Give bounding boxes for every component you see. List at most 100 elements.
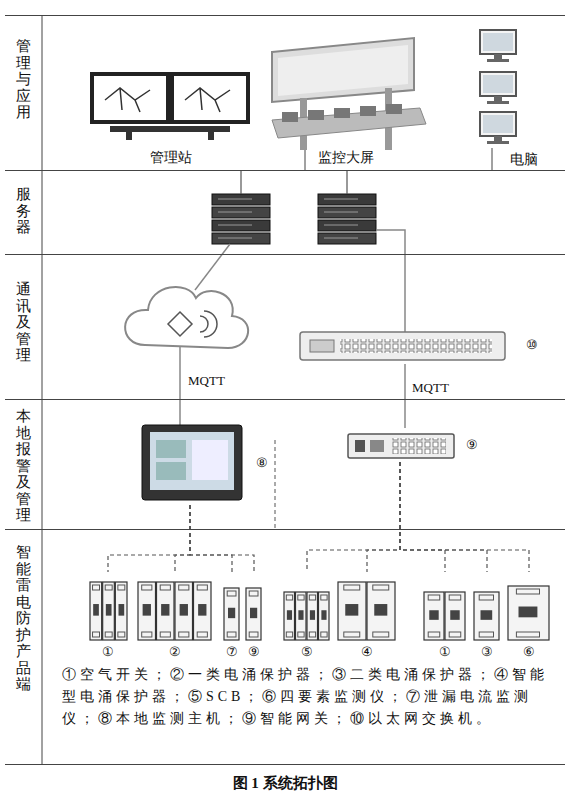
protection-devices [508,586,549,640]
callout-box: ⑤ [282,572,332,660]
device-box: 电脑 [496,147,552,169]
callout-box: ⑨ [342,428,478,462]
smart-gateway [370,440,384,452]
illustration [212,194,270,244]
protection-devices [345,604,358,616]
separator-tick [305,148,306,170]
protection-devices [307,592,318,640]
monitor-pair [126,132,132,140]
protection-devices [142,632,152,637]
protection-devices [224,588,239,640]
band-title: 本地报警及管理 [16,408,31,524]
protection-devices [142,585,152,590]
callout-box: ⑨ [244,572,264,660]
device-label: ③ [481,644,493,660]
protection-devices [138,582,156,640]
illustration [480,112,516,144]
protection-devices [105,632,112,637]
protocol-label: MQTT [188,373,225,389]
protection-devices [197,632,207,637]
protection-devices [516,589,539,594]
protection-devices [338,582,366,640]
protection-devices [449,632,461,637]
protection-devices [449,595,461,600]
protection-devices [161,604,169,616]
device-label: 电脑 [510,152,538,169]
monitor-pair [172,74,248,122]
monitor-pair [92,74,248,140]
ethernet-switch [340,339,492,353]
wire [195,244,230,290]
cloud [125,287,248,348]
illustration [480,72,516,104]
protection-devices [519,607,538,618]
layer-band: 管理与应用管理站监控大屏电脑 [5,15,565,171]
protection-devices [197,585,207,590]
device-label: 管理站 [150,150,192,167]
monitor-pair [208,132,214,140]
protection-devices [160,585,170,590]
connector [307,462,400,572]
monitor-pair [110,126,230,132]
connector [400,462,445,572]
protection-devices [105,585,112,590]
protection-devices [428,595,440,600]
illustration [318,194,376,244]
connector [175,505,190,572]
touch-panel [150,432,234,490]
figure-caption: 图 1 系统拓扑图 [0,774,570,793]
video-wall [282,112,298,122]
illustration [480,30,516,62]
callout-box: ⑩ [298,326,538,364]
connector [108,505,190,572]
video-wall [385,88,392,150]
video-wall [308,110,324,120]
protection-devices [175,582,193,640]
dashed-divider [275,440,276,530]
protection-devices [373,632,389,637]
touch-panel [156,440,186,458]
protection-devices [344,632,360,637]
protection-devices [115,582,127,640]
protection-devices [194,582,212,640]
protection-devices [296,592,307,640]
touch-panel [142,425,242,500]
device-label: ⑦ [226,644,238,660]
cloud [125,287,248,348]
device-box: 管理站 [85,61,257,167]
connector [190,505,254,572]
connector [404,364,406,428]
protection-devices [93,604,99,616]
video-wall [272,38,414,102]
protection-devices [118,585,125,590]
device-label: ⑨ [248,644,260,660]
monitor-pair [105,88,230,112]
layer-band: 通讯及管理⑩ [5,255,565,400]
cloud [168,312,192,336]
protection-devices [198,604,206,616]
protection-devices [93,585,100,590]
protection-devices [479,632,493,637]
protection-devices [309,595,315,600]
protection-devices [310,610,315,620]
protection-devices [481,610,493,620]
wire [376,230,405,332]
device-label: ④ [361,644,373,660]
protection-devices [429,610,438,620]
protection-devices [319,592,330,640]
protection-devices [228,608,235,618]
wire [346,170,347,194]
device-label: ⑥ [523,644,535,660]
video-wall [272,38,426,150]
smart-gateway [348,434,454,458]
protection-devices [90,582,102,640]
cloud [200,311,217,337]
protection-devices [321,595,327,600]
protection-devices [374,604,387,616]
protection-devices [516,632,539,637]
monitor-pair [92,74,168,122]
column-divider [42,15,43,765]
protection-devices [246,588,261,640]
band-title: 智能雷电防护产品端 [16,544,31,693]
